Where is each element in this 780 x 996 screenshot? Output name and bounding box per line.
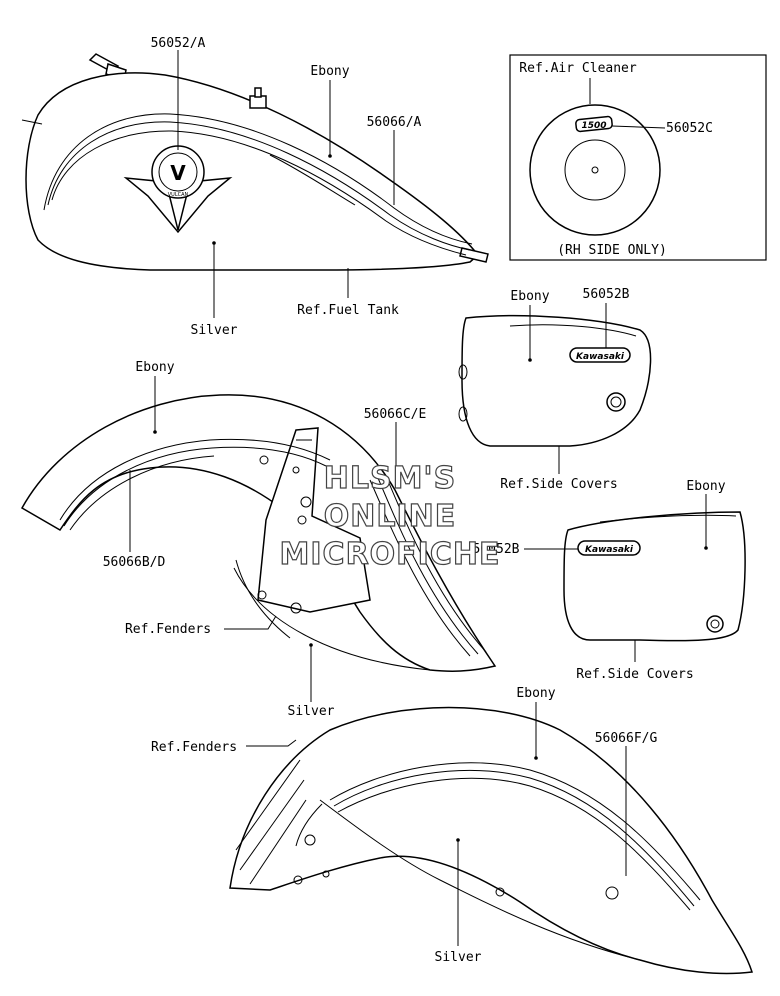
label-front-fender-ebony: Ebony — [135, 360, 174, 375]
label-tank-emblem: 56052/A — [151, 36, 206, 51]
label-tank-ebony: Ebony — [310, 64, 349, 79]
fuel-tank: V VULCAN 56052/A Ebony 56066/A Silver Re… — [21, 36, 489, 338]
label-rear-fender-stripe: 56066F/G — [595, 731, 658, 746]
label-air-cleaner-decal: 56052C — [666, 121, 713, 136]
label-rear-fender-silver: Silver — [435, 950, 482, 965]
label-side-cover-ebony-2: Ebony — [686, 479, 725, 494]
rear-fender: Ebony Ref.Fenders 56066F/G Silver — [151, 686, 753, 975]
watermark: HLSM'S ONLINE MICROFICHE — [279, 460, 501, 572]
label-tank-ref: Ref.Fuel Tank — [297, 303, 399, 318]
label-side-cover-ebony-1: Ebony — [510, 289, 549, 304]
label-rear-fender-ebony: Ebony — [516, 686, 555, 701]
front-fender: Ebony 56066C/E 56066B/D Ref.Fenders Silv… — [20, 360, 497, 719]
emblem-sub-text: VULCAN — [168, 192, 189, 198]
label-side-cover-ref-2: Ref.Side Covers — [576, 667, 693, 682]
label-air-cleaner-note: (RH SIDE ONLY) — [557, 243, 667, 258]
label-front-fender-stripe-left: 56066B/D — [103, 555, 166, 570]
label-front-fender-ref: Ref.Fenders — [125, 622, 211, 637]
label-air-cleaner-ref: Ref.Air Cleaner — [519, 61, 637, 76]
watermark-line-3: MICROFICHE — [280, 537, 501, 572]
label-tank-stripe: 56066/A — [367, 115, 422, 130]
air-cleaner-inset: 1500 Ref.Air Cleaner 56052C (RH SIDE ONL… — [509, 54, 767, 261]
label-front-fender-silver: Silver — [288, 704, 335, 719]
watermark-line-1: HLSM'S — [324, 461, 456, 496]
emblem-letter: V — [170, 161, 186, 185]
label-side-cover-decal-1: 56052B — [583, 287, 630, 302]
label-rear-fender-ref: Ref.Fenders — [151, 740, 237, 755]
label-side-cover-ref-1: Ref.Side Covers — [500, 477, 617, 492]
side-cover-upper: Kawasaki Ebony 56052B Ref.Side Covers — [458, 287, 652, 492]
label-tank-silver: Silver — [191, 323, 238, 338]
side-cover-lower-decal-text: Kawasaki — [585, 545, 634, 555]
side-cover-upper-decal-text: Kawasaki — [576, 352, 625, 362]
label-front-fender-stripe-right: 56066C/E — [364, 407, 427, 422]
label-side-cover-decal-2: 56052B — [473, 542, 520, 557]
watermark-line-2: ONLINE — [324, 499, 457, 534]
side-cover-lower: Kawasaki Ebony 56052B Ref.Side Covers — [473, 479, 746, 682]
air-cleaner-decal-text: 1500 — [581, 121, 606, 131]
